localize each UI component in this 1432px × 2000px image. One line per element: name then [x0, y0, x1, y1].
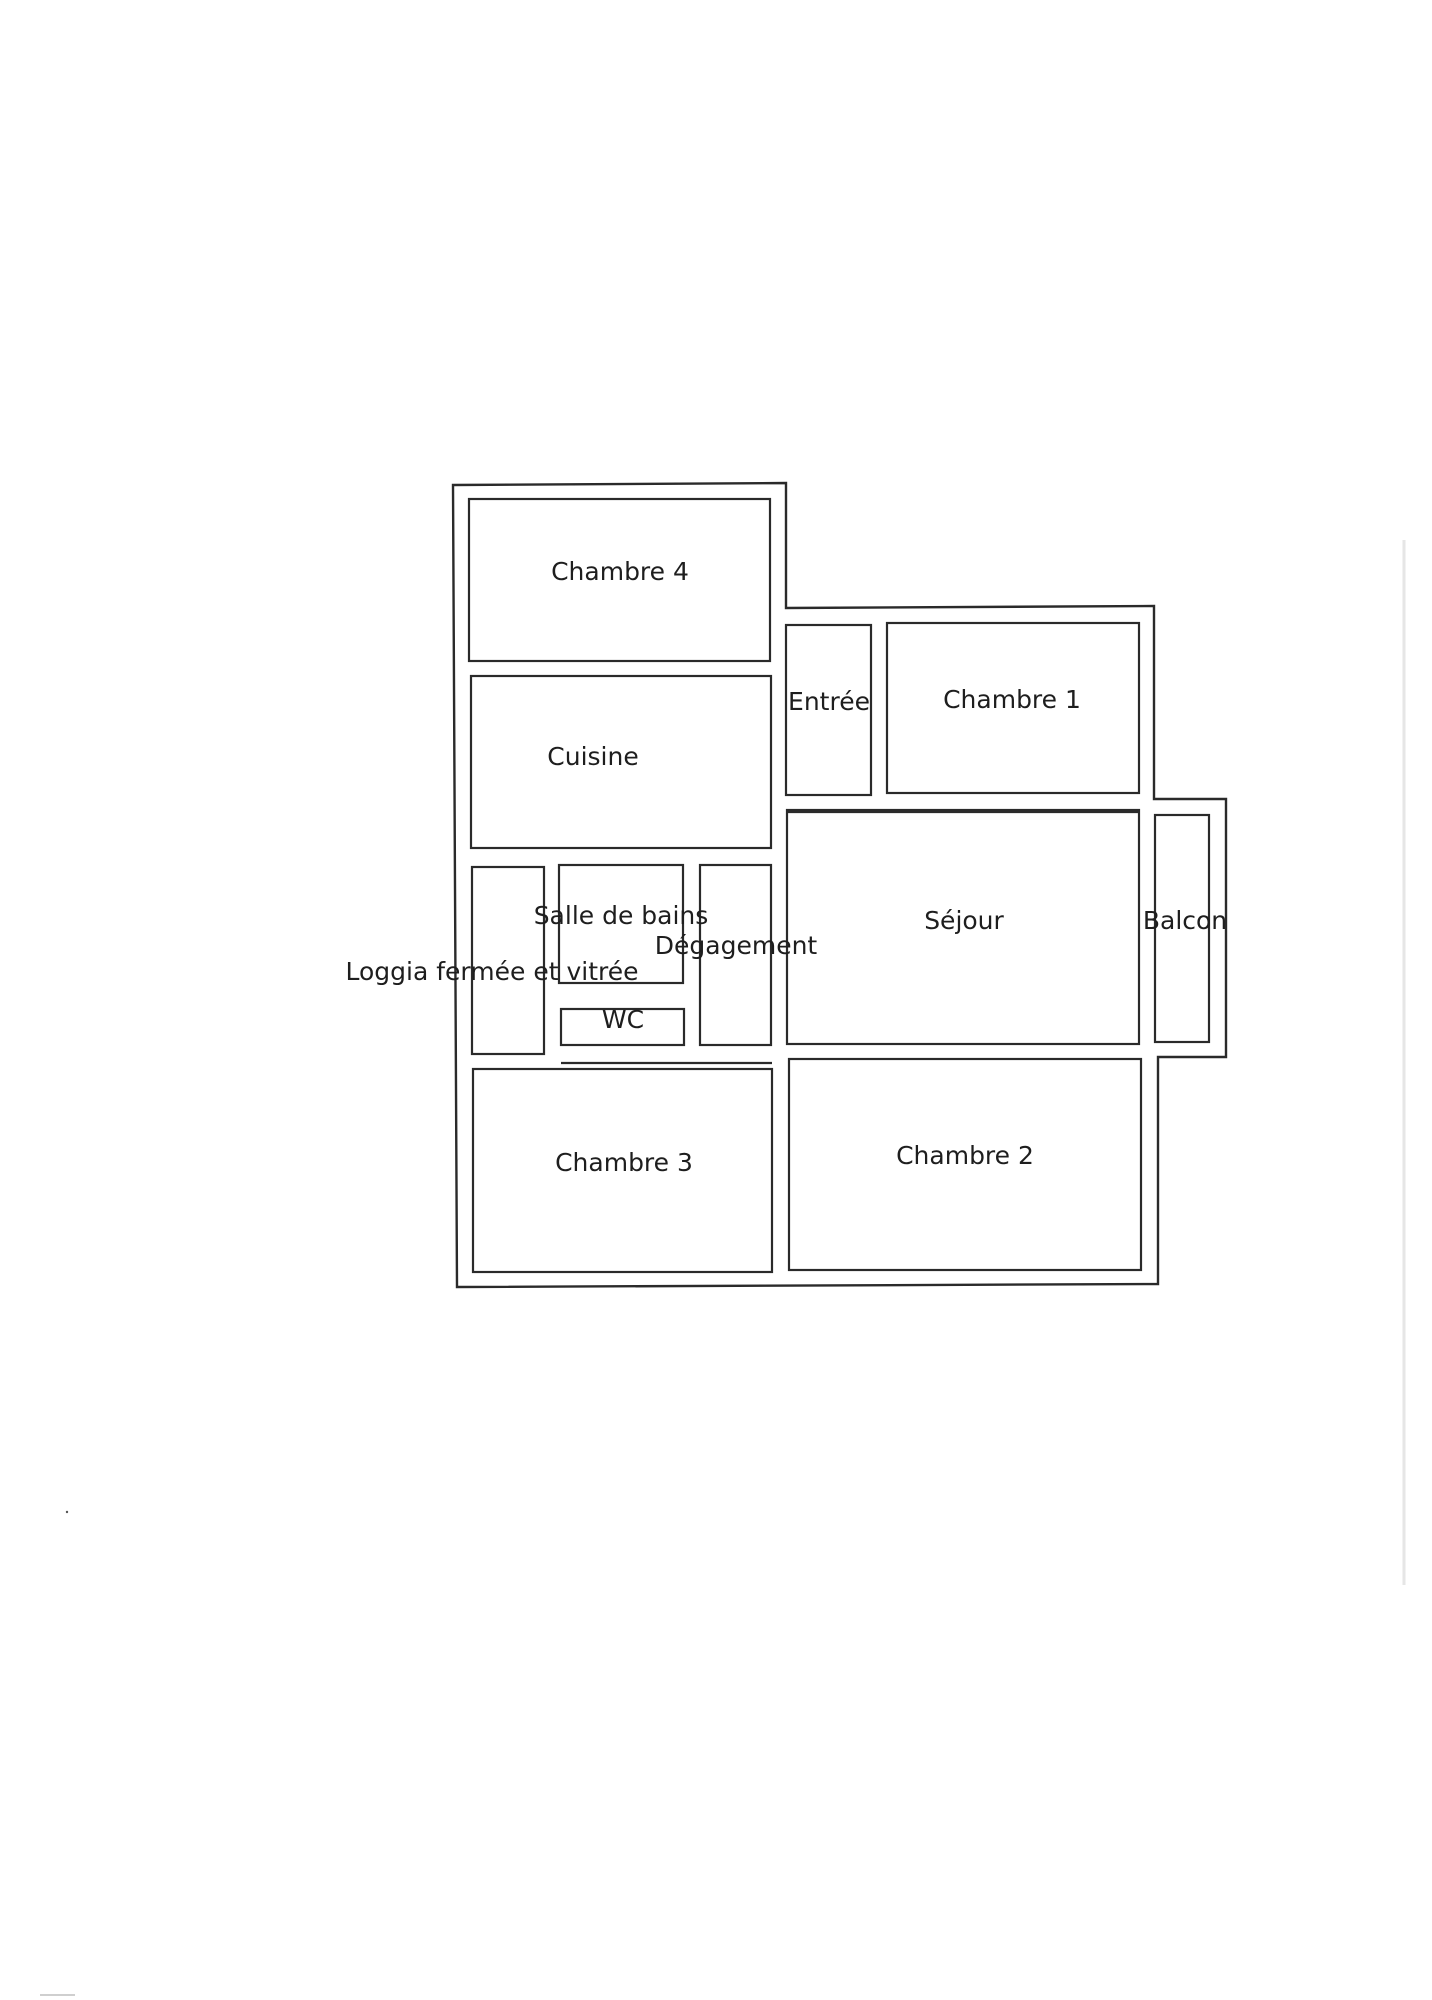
room-chambre-2	[787, 1057, 1143, 1272]
label-loggia: Loggia fermée et vitrée	[346, 957, 639, 986]
label-balcon: Balcon	[1143, 906, 1227, 935]
room-chambre-1	[885, 621, 1141, 795]
label-chambre-4: Chambre 4	[551, 557, 689, 586]
label-salle-de-bains: Salle de bains	[534, 901, 709, 930]
room-cuisine	[469, 674, 773, 850]
room-balcon	[1153, 813, 1211, 1044]
exterior-wall	[451, 481, 1228, 1289]
room-chambre-3	[471, 1067, 774, 1274]
label-cuisine: Cuisine	[547, 742, 638, 771]
label-chambre-1: Chambre 1	[943, 685, 1081, 714]
room-sejour	[785, 808, 1141, 1046]
label-entree: Entrée	[788, 687, 870, 716]
room-wc	[559, 1007, 686, 1047]
room-entree	[784, 623, 873, 797]
room-chambre-4	[467, 497, 772, 663]
label-chambre-2: Chambre 2	[896, 1141, 1034, 1170]
label-wc: WC	[602, 1005, 644, 1034]
label-sejour: Séjour	[924, 906, 1004, 935]
room-salle-de-bains	[557, 863, 685, 985]
label-chambre-3: Chambre 3	[555, 1148, 693, 1177]
room-degagement	[698, 863, 773, 1047]
room-loggia	[470, 865, 546, 1056]
label-degagement: Dégagement	[655, 931, 818, 960]
scan-dot	[65, 1510, 69, 1514]
